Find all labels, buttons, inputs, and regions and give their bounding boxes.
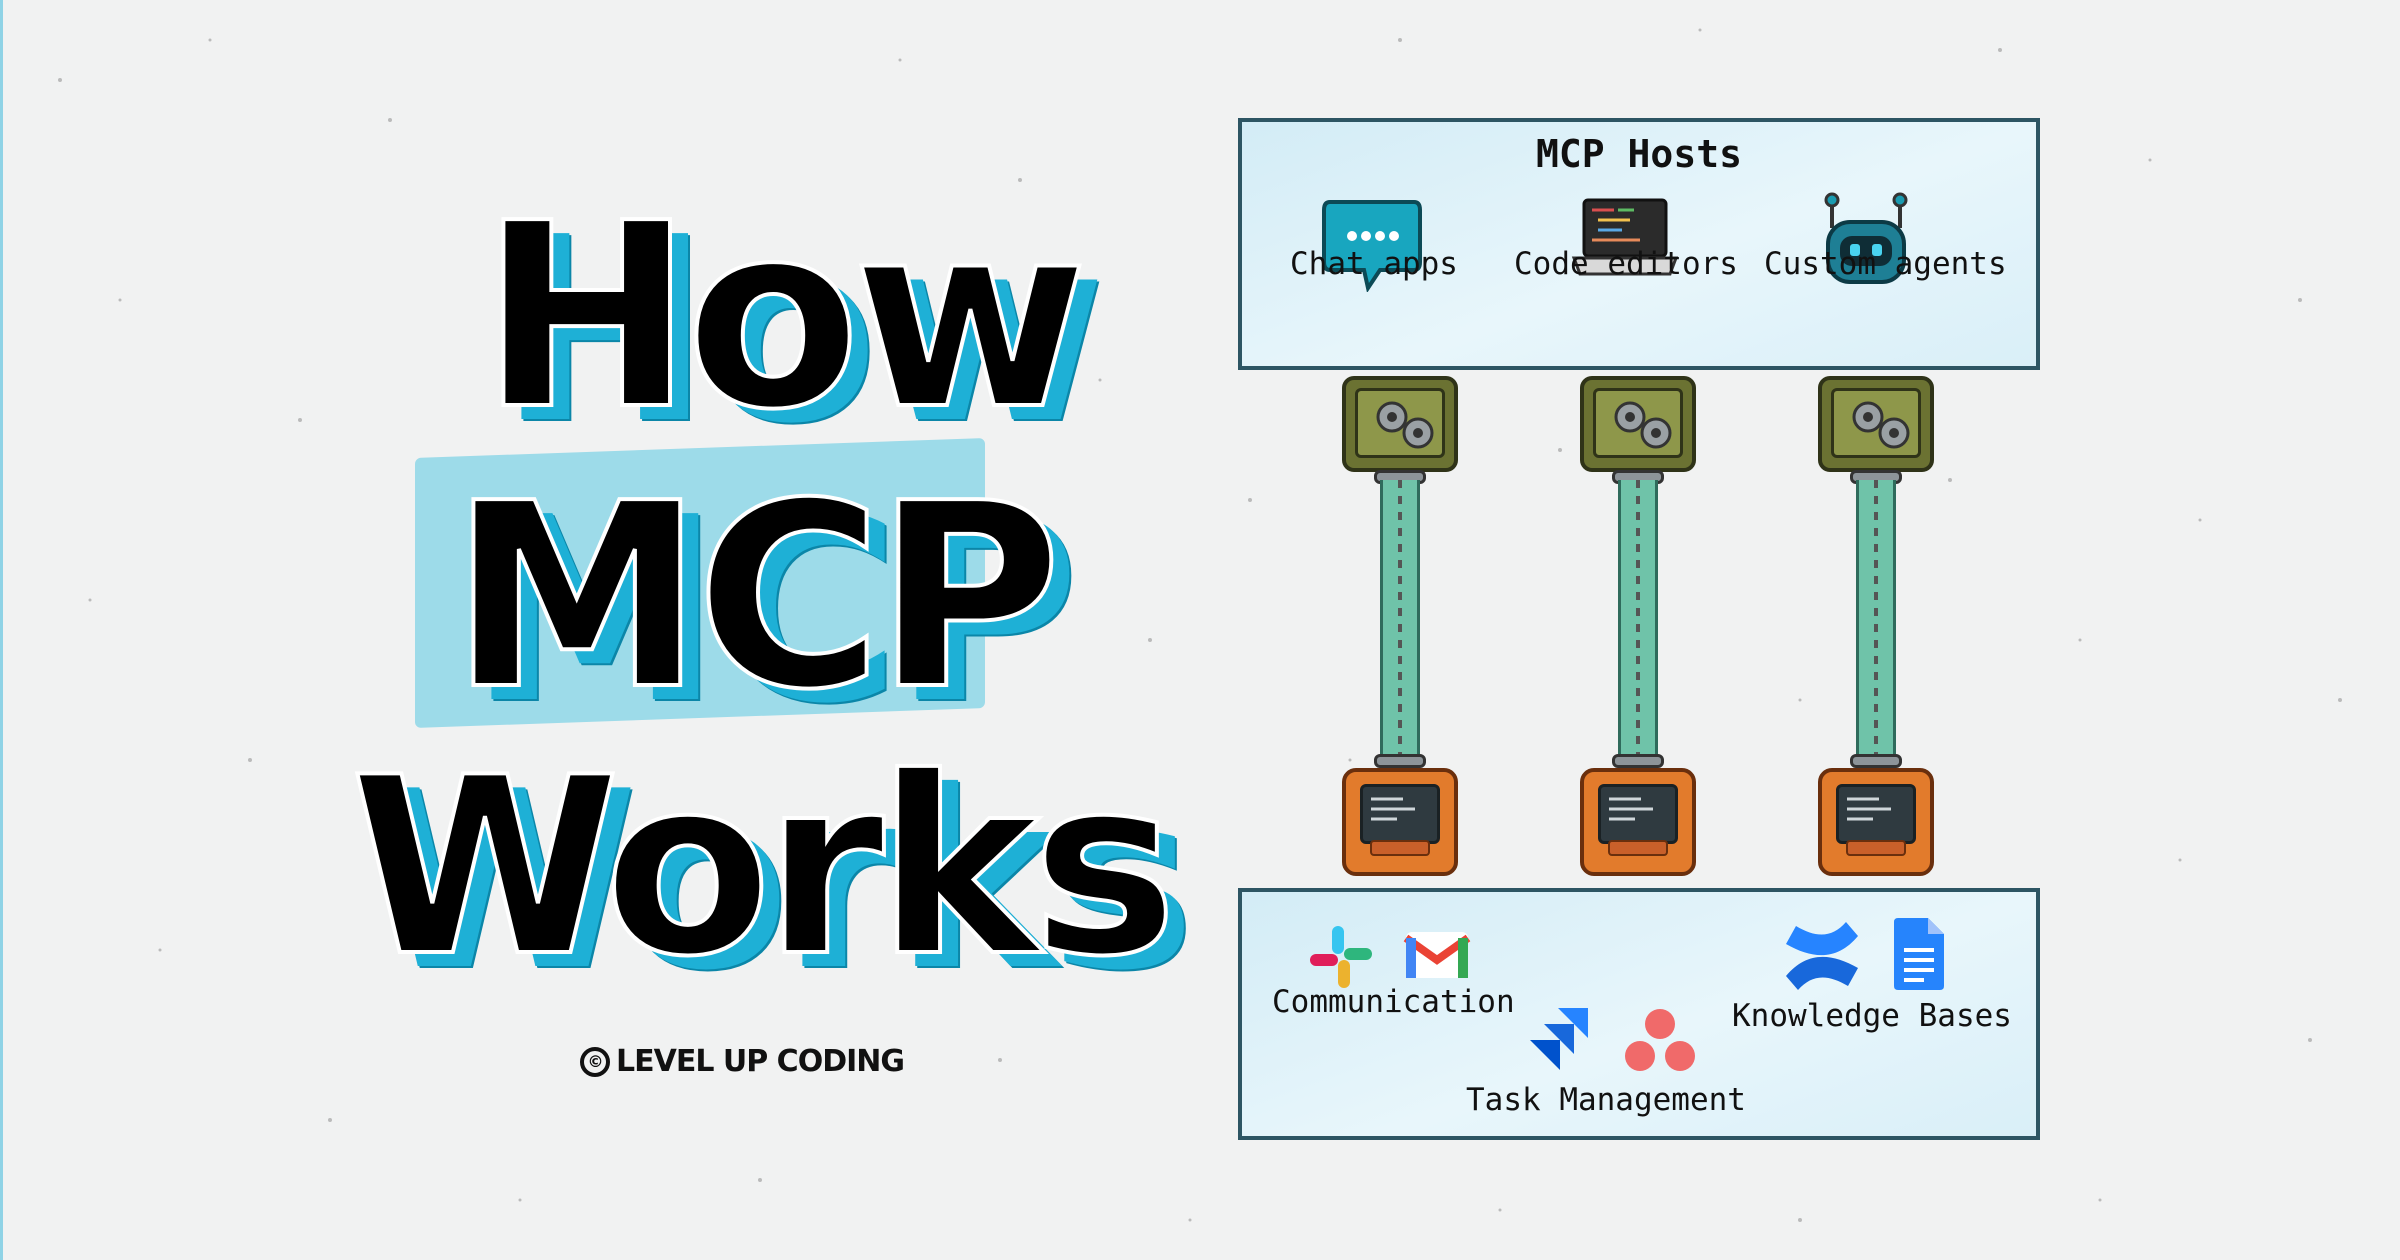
chat-bubble-icon xyxy=(1322,200,1422,292)
jira-icon xyxy=(1530,1008,1588,1070)
title-block: How MCP Works © LEVEL UP CODING xyxy=(0,0,1179,1260)
confluence-icon xyxy=(1786,922,1858,990)
slack-icon xyxy=(1310,926,1372,988)
title-line-how: How xyxy=(478,169,1090,466)
laptop-code-icon xyxy=(1571,198,1679,276)
gmail-icon xyxy=(1403,932,1471,978)
mcp-hosts-title: MCP Hosts xyxy=(1536,132,1742,176)
connection-chain-2 xyxy=(1576,370,1700,890)
mcp-client-3 xyxy=(1818,376,1934,472)
mcp-server-1 xyxy=(1342,768,1458,876)
server-slot xyxy=(1370,840,1430,856)
server-terminal-icon xyxy=(1598,784,1678,844)
connector-bottom xyxy=(1374,754,1426,768)
transport-pipe-1 xyxy=(1380,480,1420,760)
mcp-server-3 xyxy=(1818,768,1934,876)
host-label-code-editors: Code editors xyxy=(1514,246,1738,282)
brand-credit: © LEVEL UP CODING xyxy=(580,1044,905,1079)
connection-chain-3 xyxy=(1814,370,1938,890)
server-terminal-icon xyxy=(1360,784,1440,844)
transport-pipe-3 xyxy=(1856,480,1896,760)
connector-bottom xyxy=(1612,754,1664,768)
services-label-communication: Communication xyxy=(1272,984,1515,1020)
transport-pipe-2 xyxy=(1618,480,1658,760)
copyright-icon: © xyxy=(580,1046,610,1077)
services-label-knowledge-bases: Knowledge Bases xyxy=(1732,998,2012,1034)
server-terminal-icon xyxy=(1836,784,1916,844)
google-docs-icon xyxy=(1894,918,1944,990)
host-label-custom-agents: Custom agents xyxy=(1764,246,2007,282)
services-panel: Communication Task Management Knowledge … xyxy=(1238,888,2040,1140)
host-label-chat-apps: Chat apps xyxy=(1290,246,1458,282)
server-slot xyxy=(1608,840,1668,856)
title-line-mcp: MCP xyxy=(448,449,1064,746)
mcp-client-2 xyxy=(1580,376,1696,472)
asana-icon xyxy=(1625,1009,1695,1071)
gears-icon xyxy=(1593,388,1683,458)
services-label-task-management: Task Management xyxy=(1466,1082,1746,1118)
robot-icon xyxy=(1824,192,1908,284)
server-slot xyxy=(1846,840,1906,856)
connector-bottom xyxy=(1850,754,1902,768)
left-edge-line xyxy=(0,0,3,1260)
mcp-server-2 xyxy=(1580,768,1696,876)
gears-icon xyxy=(1355,388,1445,458)
title-line-works: Works xyxy=(348,725,1179,1010)
mcp-hosts-panel: MCP Hosts Chat apps Code editors Custom … xyxy=(1238,118,2040,370)
mcp-client-1 xyxy=(1342,376,1458,472)
brand-text: LEVEL UP CODING xyxy=(616,1044,905,1079)
connection-chain-1 xyxy=(1338,370,1462,890)
gears-icon xyxy=(1831,388,1921,458)
